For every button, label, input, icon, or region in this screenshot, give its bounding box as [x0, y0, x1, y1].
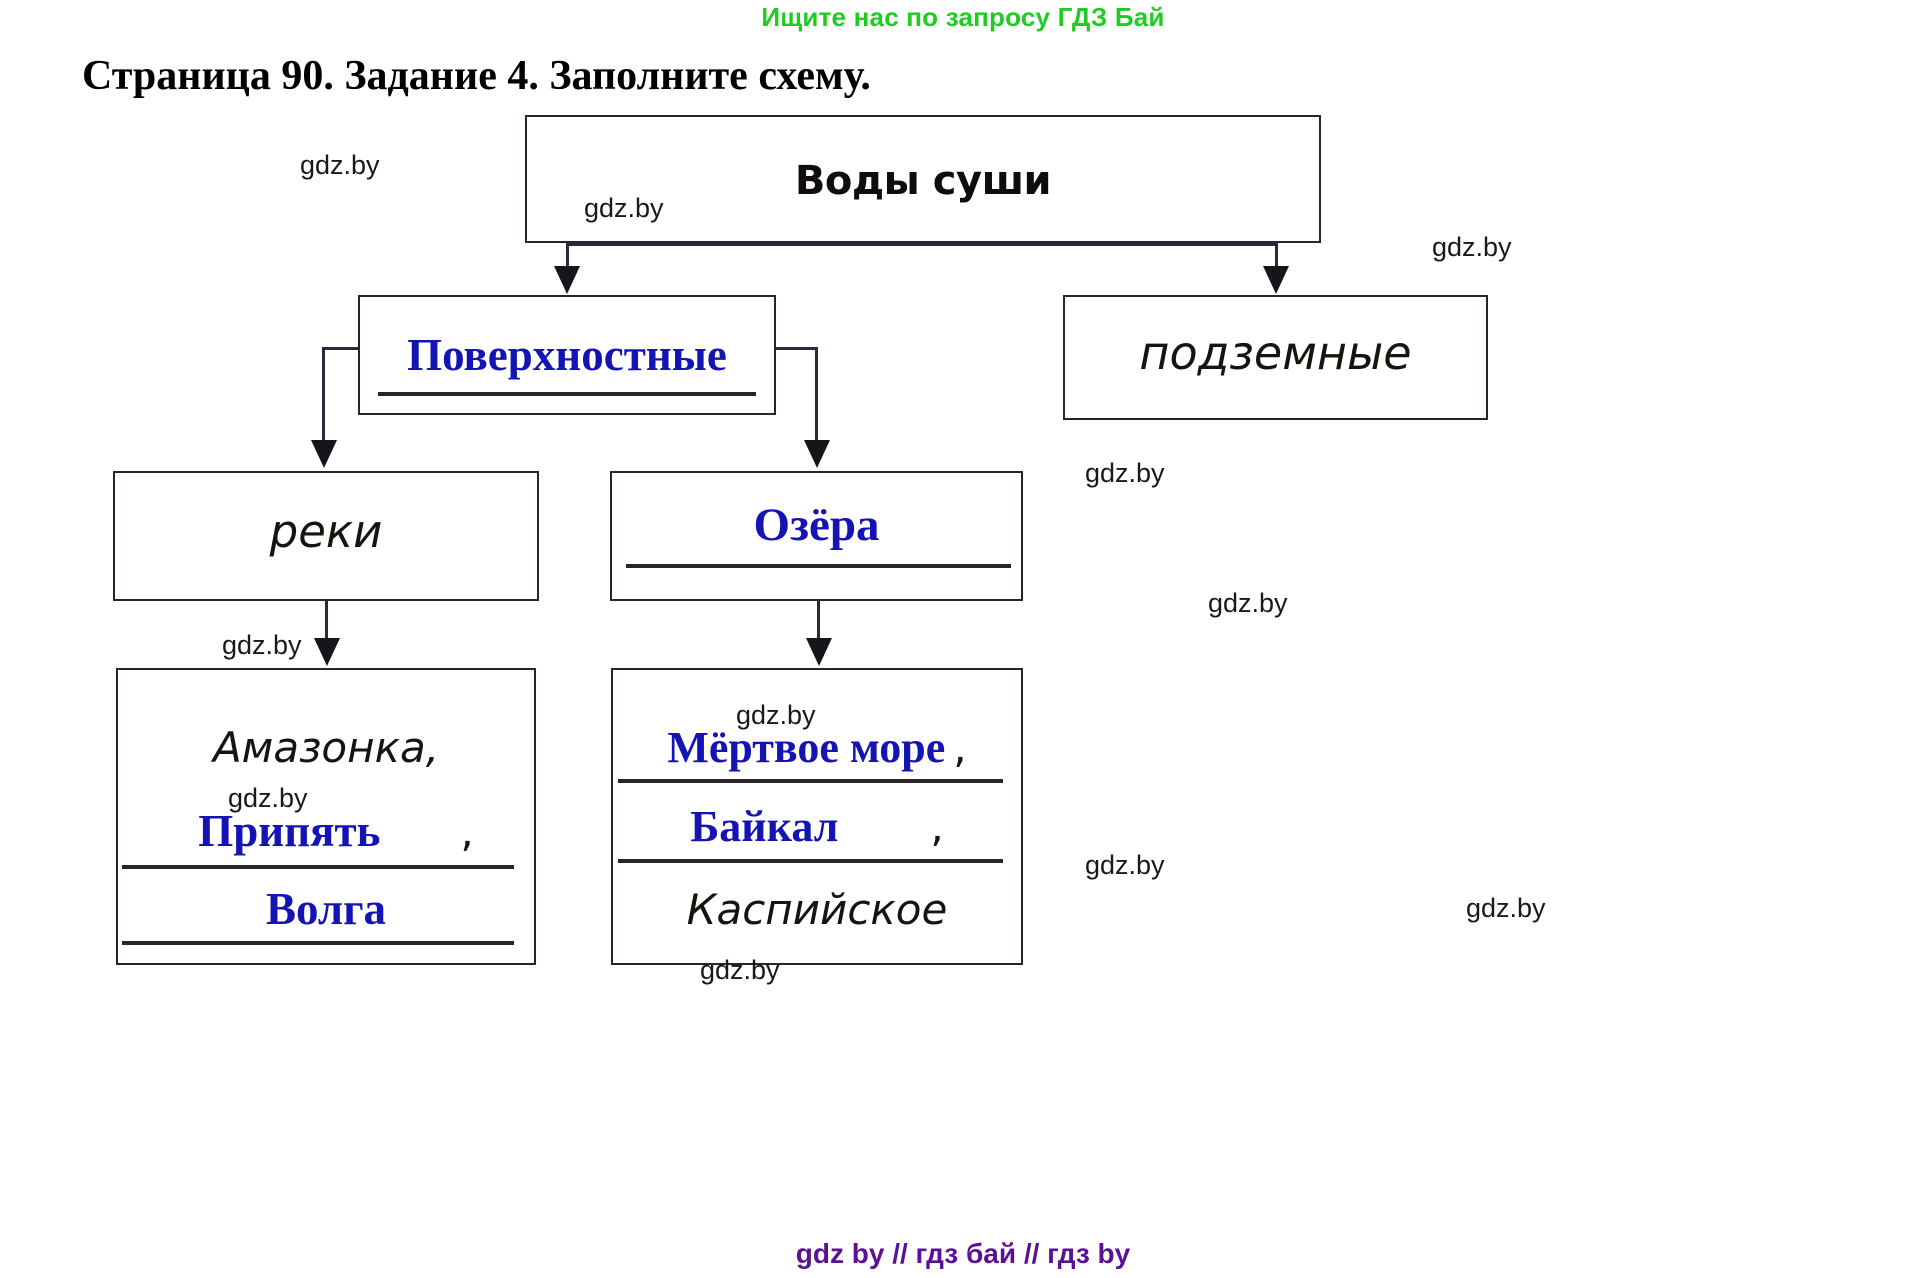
arrowhead-surface-to-lakes: [804, 440, 830, 468]
list-box-rivers: [116, 668, 536, 965]
list-item-comma: ,: [953, 723, 967, 772]
list-item-text: Амазонка: [212, 723, 426, 772]
list-item-text: Припять: [198, 806, 381, 856]
list-item-lakes-1: Байкал,: [611, 801, 1023, 852]
watermark-gdz-by: gdz.by: [228, 783, 308, 813]
watermark-gdz-by: gdz.by: [1085, 850, 1165, 880]
connector-surface-right-bus: [774, 347, 818, 350]
node-label-rivers: реки: [269, 505, 383, 558]
list-item-comma: ,: [460, 807, 474, 856]
arrowhead-rivers-to-list: [314, 638, 340, 666]
page-title: Страница 90. Задание 4. Заполните схему.: [82, 53, 871, 99]
list-underline-lakes-1: [618, 859, 1003, 863]
connector-surface-to-rivers: [322, 347, 325, 442]
list-item-text: Байкал: [690, 802, 839, 851]
connector-surface-to-lakes: [815, 347, 818, 442]
list-item-rivers-1: Припять,: [126, 805, 546, 857]
node-underline-surface: [378, 392, 756, 396]
list-underline-rivers-2: [122, 941, 514, 945]
promo-banner: Ищите нас по запросу ГДЗ Бай: [761, 2, 1165, 32]
watermark-gdz-by: gdz.by: [700, 955, 780, 985]
watermark-gdz-by: gdz.by: [736, 700, 816, 730]
arrowhead-root-to-underground: [1263, 266, 1289, 294]
list-item-text: Волга: [265, 884, 387, 934]
list-item-text: Мёртвое море: [667, 723, 946, 772]
list-item-text: Каспийское: [686, 885, 948, 934]
arrowhead-surface-to-rivers: [311, 440, 337, 468]
node-box-root: [525, 115, 1321, 243]
list-box-lakes: [611, 668, 1023, 965]
arrowhead-root-to-surface: [554, 266, 580, 294]
node-label-root: Воды суши: [794, 158, 1052, 204]
connector-root-to-underground: [1275, 243, 1278, 269]
list-underline-rivers-1: [122, 865, 514, 869]
watermark-gdz-by: gdz.by: [584, 193, 664, 223]
list-item-comma: ,: [930, 802, 944, 851]
watermark-gdz-by: gdz.by: [1085, 458, 1165, 488]
list-item-comma: ,: [425, 723, 440, 772]
node-label-underground: подземные: [1139, 326, 1412, 380]
list-item-rivers-0: Амазонка,: [116, 723, 536, 772]
arrowhead-lakes-to-list: [806, 638, 832, 666]
node-label-lakes: Озёра: [753, 499, 880, 551]
connector-rivers-to-list: [325, 601, 328, 641]
node-box-surface: [358, 295, 776, 415]
list-item-rivers-2: Волга: [116, 882, 536, 935]
node-box-lakes: [610, 471, 1023, 601]
list-item-lakes-2: Каспийское: [611, 885, 1023, 934]
watermark-gdz-by: gdz.by: [300, 150, 380, 180]
watermark-gdz-by: gdz.by: [222, 630, 302, 660]
footer-links: gdz by // гдз бай // гдз by: [795, 1238, 1131, 1269]
node-label-surface: Поверхностные: [407, 330, 727, 380]
node-box-rivers: [113, 471, 539, 601]
watermark-gdz-by: gdz.by: [1466, 893, 1546, 923]
connector-lakes-to-list: [817, 601, 820, 641]
connector-surface-left-bus: [322, 347, 360, 350]
list-item-lakes-0: Мёртвое море,: [611, 722, 1023, 773]
connector-root-bus: [566, 243, 1277, 246]
node-underline-lakes: [626, 564, 1011, 568]
node-box-underground: [1063, 295, 1488, 420]
list-underline-lakes-0: [618, 779, 1003, 783]
watermark-gdz-by: gdz.by: [1432, 232, 1512, 262]
connector-root-to-surface: [566, 243, 569, 269]
watermark-gdz-by: gdz.by: [1208, 588, 1288, 618]
